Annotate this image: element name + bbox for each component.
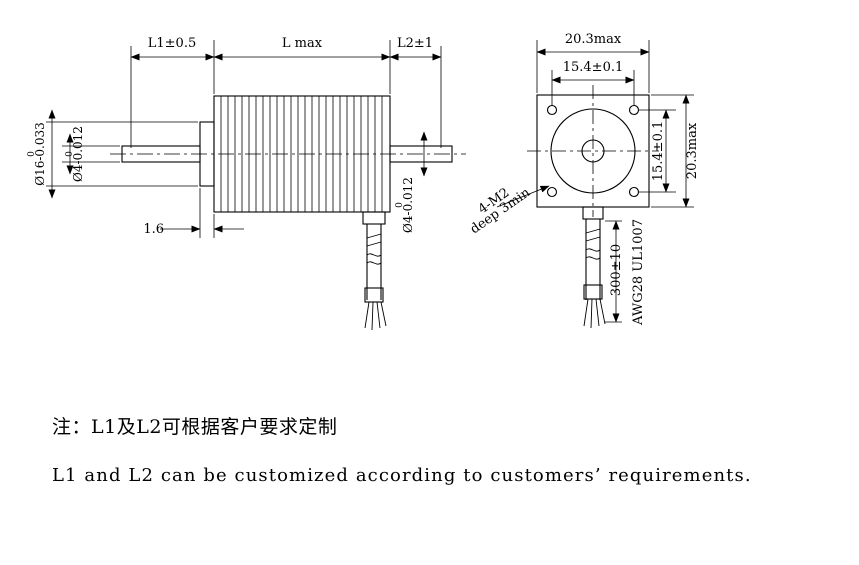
notes-block: 注：L1及L2可根据客户要求定制 L1 and L2 can be custom… [52,412,842,486]
front-view-geometry [110,95,466,331]
dim-hole-pitch-top: 15.4±0.1 [563,60,624,75]
dim-step-1-6: 1.6 [143,222,164,237]
dim-l2: L2±1 [397,36,433,51]
dim-lead-length: 300±10 [609,244,624,296]
dimension-labels: L1±0.5 L max L2±1 Ø16-0.033 0 Ø4-0.012 0… [27,32,700,326]
dim-width-max: 20.3max [565,32,622,47]
dim-height-max: 20.3max [685,122,700,179]
note-english: L1 and L2 can be customized according to… [52,465,752,486]
dim-shaft-dia-4-right-sup: 0 [395,202,405,208]
side-view-dimensions [496,40,694,323]
front-view-dimensions [46,40,442,238]
note-chinese: 注：L1及L2可根据客户要求定制 [52,416,338,438]
dim-shaft-dia-4-left: Ø4-0.012 [71,126,85,182]
dim-shaft-dia-4-left-sup: 0 [65,151,75,157]
dim-shaft-dia-16: Ø16-0.033 [33,122,47,186]
side-view-geometry [527,85,659,329]
dim-lead-spec: AWG28 UL1007 [631,219,646,326]
dim-shaft-dia-16-sup: 0 [27,151,37,157]
dim-hole-pitch-right: 15.4±0.1 [651,121,666,182]
dim-lmax: L max [282,36,323,51]
dim-l1: L1±0.5 [148,36,196,51]
dim-shaft-dia-4-right: Ø4-0.012 [401,177,415,233]
